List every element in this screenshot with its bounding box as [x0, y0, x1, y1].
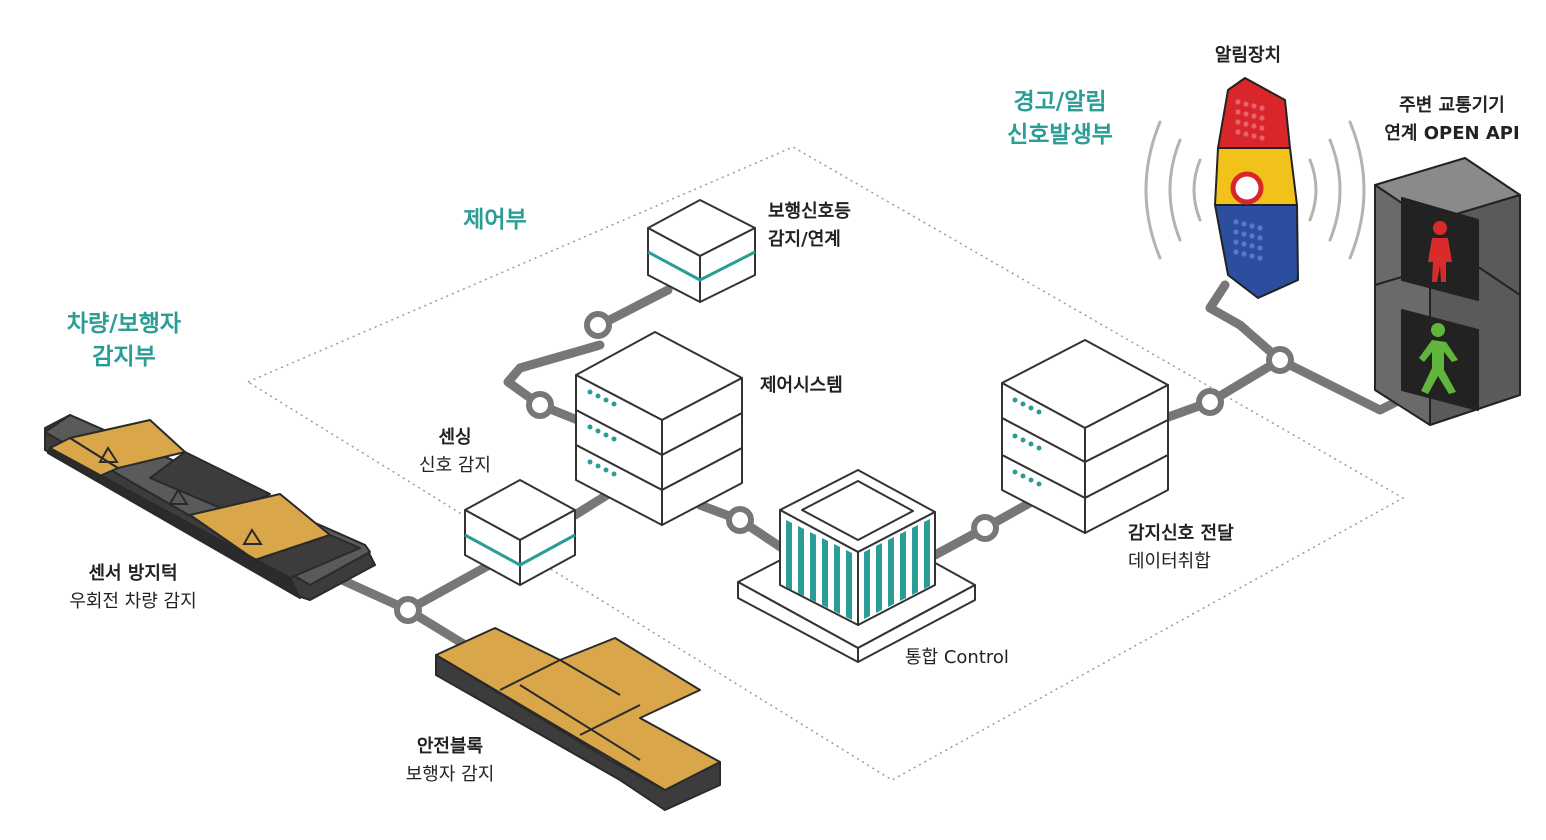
- integrated-control-title: 통합 Control: [905, 647, 1009, 668]
- sensing-label: 센싱 신호 감지: [395, 424, 515, 480]
- server-led-icon: [587, 389, 617, 477]
- safety-block-subtitle: 보행자 감지: [405, 764, 495, 785]
- speed-bump-subtitle: 우회전 차량 감지: [69, 591, 197, 612]
- traffic-api-label: 주변 교통기기 연계 OPEN API: [1362, 92, 1542, 148]
- server-stack-icon: [1001, 339, 1169, 534]
- speed-bump-title: 센서 방지턱: [88, 563, 178, 584]
- alarm-device-title: 알림장치: [1214, 45, 1282, 66]
- safety-block-title: 안전블록: [416, 736, 484, 757]
- control-unit-title: 제어부: [463, 207, 527, 233]
- alarm-device-icon: [1214, 77, 1299, 299]
- alarm-unit-title: 경고/알림 신호발생부: [980, 86, 1140, 152]
- signal-delivery-title: 감지신호 전달: [1128, 523, 1234, 544]
- stop-figure-icon: [1428, 221, 1452, 282]
- sensor-unit-line2: 감지부: [92, 344, 156, 370]
- sensor-unit-title: 차량/보행자 감지부: [44, 308, 204, 374]
- safety-block-icon: [435, 627, 721, 811]
- sensor-box-icon: [647, 199, 756, 303]
- alarm-device-label: 알림장치: [1188, 42, 1308, 70]
- integrated-control-label: 통합 Control: [905, 644, 1065, 672]
- integrated-control-building-icon: [737, 469, 976, 663]
- pedestrian-signal-label: 보행신호등 감지/연계: [768, 198, 908, 254]
- connector-nodes: [394, 311, 1294, 624]
- walk-figure-icon: [1419, 323, 1458, 394]
- speed-bump-label: 센서 방지턱 우회전 차량 감지: [38, 560, 228, 616]
- signal-delivery-subtitle: 데이터취합: [1128, 551, 1211, 572]
- sensor-unit-line1: 차량/보행자: [66, 311, 182, 337]
- warning-icon: [98, 446, 263, 545]
- alarm-unit-line2: 신호발생부: [1007, 122, 1113, 148]
- control-system-title: 제어시스템: [760, 375, 843, 396]
- pedestrian-signal-line2: 감지/연계: [768, 229, 841, 250]
- building-stripes: [786, 519, 930, 620]
- control-region-outline: [246, 146, 1405, 781]
- sensing-subtitle: 신호 감지: [419, 455, 491, 476]
- speed-bump-icon: [44, 414, 376, 601]
- pedestrian-signal-line1: 보행신호등: [768, 201, 851, 222]
- traffic-api-line1: 주변 교통기기: [1399, 95, 1505, 116]
- server-led-icon: [1012, 397, 1042, 487]
- alarm-unit-line1: 경고/알림: [1013, 89, 1107, 115]
- sensor-box-icon: [464, 479, 576, 586]
- traffic-api-line2: 연계 OPEN API: [1384, 123, 1520, 144]
- sound-wave-icon: [1144, 120, 1366, 260]
- control-system-label: 제어시스템: [760, 372, 900, 400]
- safety-block-label: 안전블록 보행자 감지: [375, 733, 525, 789]
- sensing-title: 센싱: [438, 427, 472, 448]
- signal-delivery-label: 감지신호 전달 데이터취합: [1128, 520, 1288, 576]
